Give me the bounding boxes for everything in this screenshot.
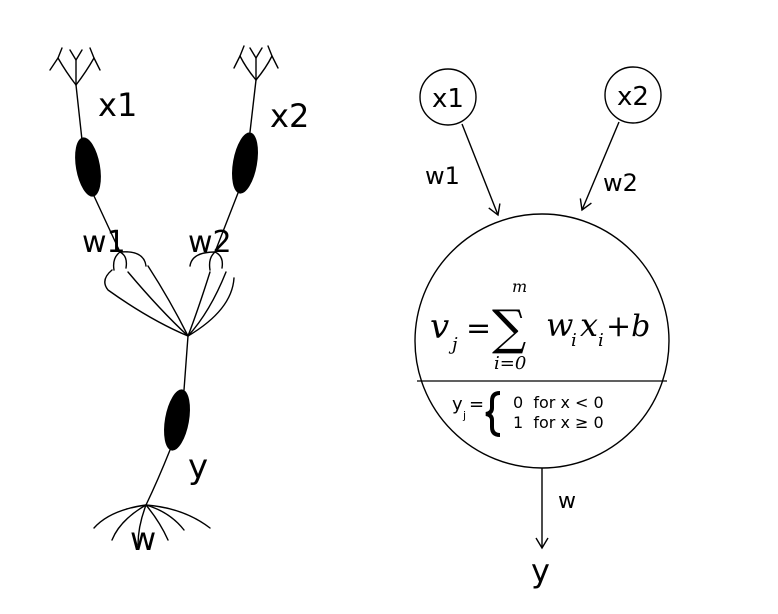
formula-term-w-sub: i — [571, 330, 577, 351]
formula-lhs-sub: j — [448, 334, 458, 355]
axon-input-1 — [75, 84, 83, 141]
cell-body-input-1 — [75, 137, 101, 197]
activation-case-1: 1 for x ≥ 0 — [513, 413, 604, 432]
input-node-x1: x1 — [419, 68, 477, 126]
activation-function: y j = 0 for x < 0 1 for x ≥ 0 — [452, 391, 604, 437]
axon-input-2-lower — [214, 192, 239, 253]
input-node-x2: x2 — [604, 66, 662, 124]
formula-bias: +b — [606, 309, 650, 344]
output-edge-label-w: w — [558, 489, 576, 514]
bio-label-x2: x2 — [270, 97, 309, 135]
input-node-x1-label: x1 — [432, 84, 464, 114]
axon-output-lower — [145, 449, 171, 506]
cell-body-output — [164, 389, 190, 451]
formula-upper-limit: m — [512, 277, 527, 296]
dendrite-input-2 — [233, 45, 279, 81]
activation-case-0: 0 for x < 0 — [513, 393, 604, 412]
summation-formula: v j = ∑ m i=0 w i x i +b — [430, 277, 650, 374]
formula-term-x-sub: i — [598, 330, 604, 351]
bio-label-w: w — [130, 520, 156, 558]
synapse-branches — [104, 251, 235, 337]
biological-neuron: x1 x2 w1 w2 y w — [49, 45, 309, 558]
bio-label-x1: x1 — [98, 86, 137, 124]
edge-label-w2: w2 — [603, 169, 638, 197]
axon-input-2 — [249, 79, 257, 133]
axon-output-upper — [183, 335, 189, 391]
bio-label-w2: w2 — [188, 225, 232, 260]
formula-sigma: ∑ — [492, 300, 526, 356]
cell-body-input-2 — [232, 132, 258, 194]
activation-lhs: y — [452, 394, 463, 415]
bio-label-w1: w1 — [82, 225, 126, 260]
formula-term-x: x — [580, 306, 598, 344]
edge-x2-to-neuron — [579, 121, 620, 212]
input-node-x2-label: x2 — [617, 82, 649, 112]
bio-label-y: y — [188, 447, 208, 487]
axon-input-1-lower — [93, 195, 121, 253]
artificial-neuron: x1 x2 w1 w2 v j = ∑ m i=0 w i x i +b — [414, 66, 670, 590]
output-label-y: y — [531, 552, 550, 590]
formula-lhs: v — [430, 307, 449, 347]
activation-lhs-sub: j — [462, 409, 466, 422]
edge-x1-to-neuron — [461, 123, 501, 217]
activation-brace — [485, 391, 501, 437]
formula-lower-limit: i=0 — [494, 353, 526, 374]
edge-label-w1: w1 — [425, 162, 460, 190]
formula-equals: = — [466, 311, 491, 346]
axon-terminal — [93, 504, 211, 546]
dendrite-input-1 — [49, 47, 101, 86]
formula-term-w: w — [546, 306, 573, 344]
activation-equals: = — [469, 394, 484, 415]
